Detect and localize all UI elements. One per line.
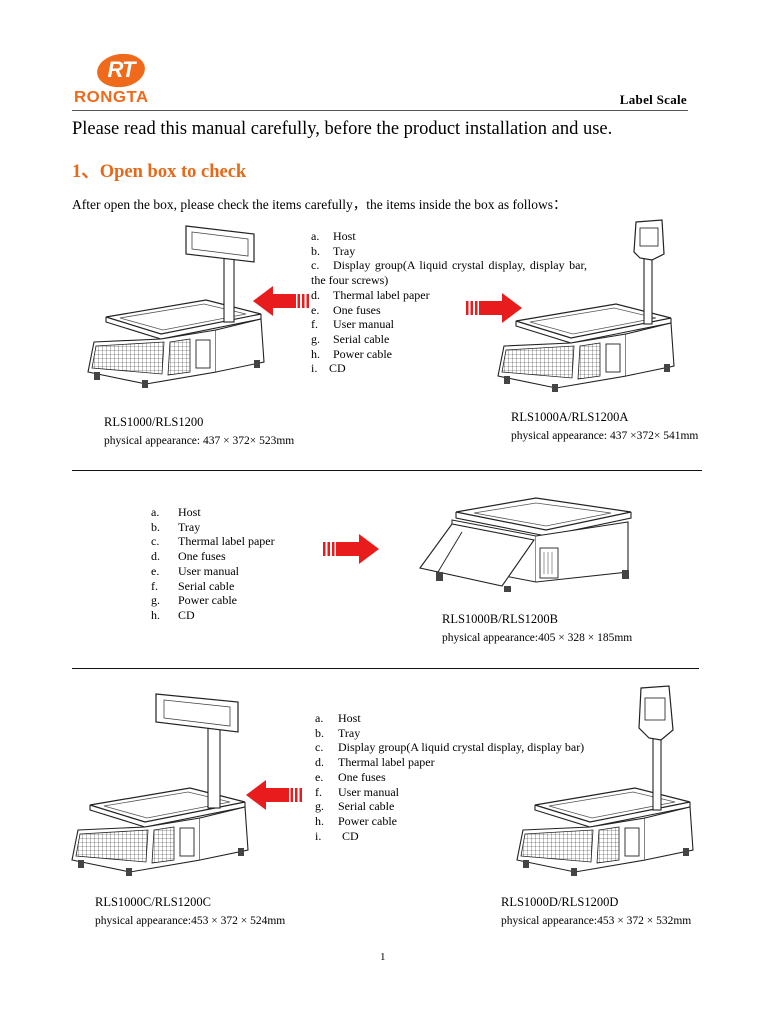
model-caption-rls1000b: RLS1000B/RLS1200B physical appearance:40… [442, 610, 632, 648]
scale-illustration-rls1000b [416, 492, 641, 592]
list-item: e.One fuses [315, 769, 386, 784]
model-name: RLS1000C/RLS1200C [95, 895, 211, 909]
arrow-left-icon [253, 286, 309, 316]
box-contents-list-3: a.Host b.Tray c.Display group(A liquid c… [315, 711, 584, 843]
model-dimensions: physical appearance:453 × 372 × 524mm [95, 915, 286, 927]
list-item: i.CD [311, 361, 346, 376]
list-item: d.One fuses [151, 549, 226, 564]
list-item: e.One fuses [311, 302, 381, 317]
section-lead: After open the box, please check the ite… [72, 197, 567, 212]
list-item: h.CD [151, 607, 195, 622]
scale-illustration-rls1000a [496, 218, 676, 393]
logo-mark-text: RT [107, 57, 136, 82]
header-divider [72, 110, 688, 111]
box-contents-list-2: a.Host b.Tray c.Thermal label paper d.On… [151, 505, 275, 623]
document-title: Label Scale [619, 92, 687, 107]
intro-text: Please read this manual carefully, befor… [72, 119, 613, 139]
model-name: RLS1000B/RLS1200B [442, 612, 558, 626]
model-dimensions: physical appearance: 437 ×372× 541mm [511, 430, 699, 442]
list-item: g.Serial cable [315, 799, 395, 814]
list-item: i.CD [315, 828, 359, 843]
list-item: g.Power cable [151, 593, 237, 608]
model-name: RLS1000A/RLS1200A [511, 410, 629, 424]
list-item: f.User manual [311, 317, 394, 332]
model-caption-rls1000a: RLS1000A/RLS1200A physical appearance: 4… [511, 408, 698, 446]
model-caption-rls1000: RLS1000/RLS1200 physical appearance: 437… [104, 413, 294, 451]
list-item: b.Tray [311, 243, 356, 258]
arrow-right-icon [323, 534, 379, 564]
model-dimensions: physical appearance:405 × 328 × 185mm [442, 632, 633, 644]
list-item: e.User manual [151, 563, 239, 578]
list-item: f.Serial cable [151, 578, 235, 593]
list-item: c.Display group(A liquid crystal display… [315, 740, 585, 755]
scale-illustration-rls1000 [86, 222, 266, 392]
list-item: a.Host [151, 505, 201, 519]
logo-wordmark: RONGTA [74, 89, 149, 106]
page-number: 1 [380, 951, 386, 963]
list-item: c.Thermal label paper [151, 534, 275, 549]
section-divider [72, 470, 702, 471]
scale-illustration-rls1000d [515, 682, 695, 882]
arrow-left-icon [246, 780, 302, 810]
list-item: h.Power cable [315, 813, 397, 828]
list-item: d.Thermal label paper [311, 287, 430, 302]
list-item: c.Display group(A liquid crystal display… [311, 258, 587, 288]
model-dimensions: physical appearance:453 × 372 × 532mm [501, 915, 692, 927]
model-dimensions: physical appearance: 437 × 372× 523mm [104, 435, 295, 447]
list-item: d.Thermal label paper [315, 755, 435, 770]
section-heading: 1、Open box to check [72, 162, 247, 182]
list-item: b.Tray [151, 519, 201, 534]
list-item: f.User manual [315, 784, 399, 799]
list-item: a.Host [315, 711, 361, 725]
model-name: RLS1000D/RLS1200D [501, 895, 619, 909]
model-caption-rls1000c: RLS1000C/RLS1200C physical appearance:45… [95, 893, 285, 931]
list-item: g.Serial cable [311, 331, 390, 346]
list-item: b.Tray [315, 725, 361, 740]
box-contents-list-1: a.Host b.Tray c.Display group(A liquid c… [311, 229, 587, 376]
section-divider [72, 668, 699, 669]
model-caption-rls1000d: RLS1000D/RLS1200D physical appearance:45… [501, 893, 691, 931]
list-item: h.Power cable [311, 346, 392, 361]
model-name: RLS1000/RLS1200 [104, 415, 204, 429]
list-item: a.Host [311, 229, 356, 243]
scale-illustration-rls1000c [70, 688, 250, 883]
